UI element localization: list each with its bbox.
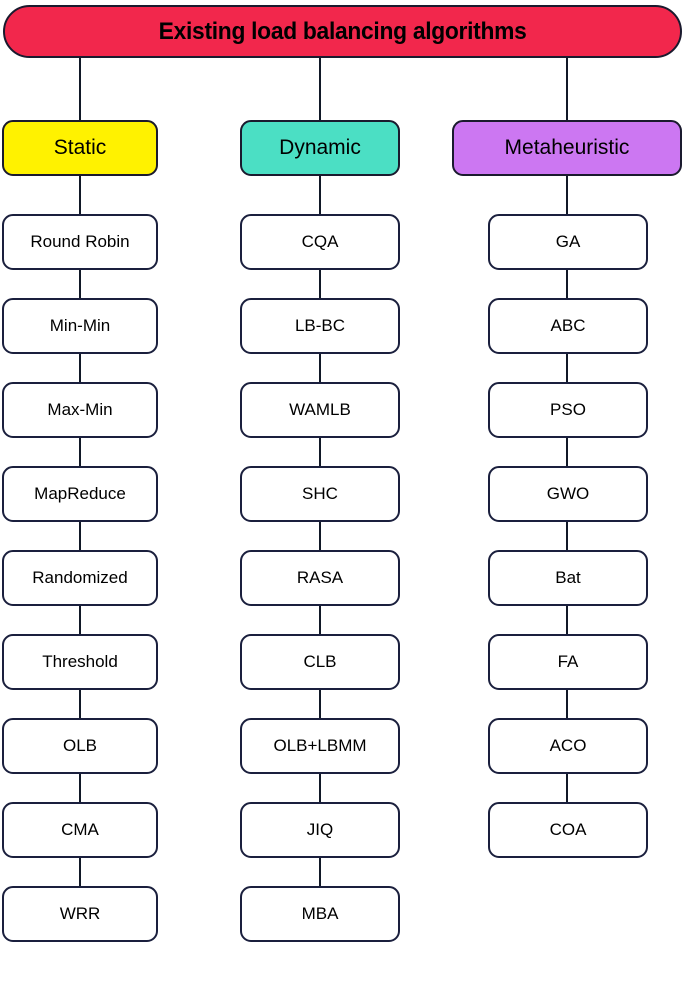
category-header-static[interactable]: Static	[2, 120, 158, 176]
node-dynamic-item[interactable]: LB-BC	[240, 298, 400, 354]
node-dynamic-item[interactable]: JIQ	[240, 802, 400, 858]
node-label: GWO	[546, 484, 590, 503]
root-node[interactable]: Existing load balancing algorithms	[3, 5, 682, 58]
node-label: CLB	[303, 652, 337, 671]
node-static-item[interactable]: Max-Min	[2, 382, 158, 438]
node-label: MBA	[301, 904, 339, 923]
node-label: JIQ	[306, 820, 334, 839]
node-metaheuristic-item[interactable]: GWO	[488, 466, 648, 522]
node-label: FA	[557, 652, 579, 671]
node-label: Round Robin	[30, 232, 130, 251]
root-node-label: Existing load balancing algorithms	[158, 17, 527, 45]
node-static-item[interactable]: Threshold	[2, 634, 158, 690]
node-static-item[interactable]: OLB	[2, 718, 158, 774]
node-label: ACO	[549, 736, 587, 755]
node-label: PSO	[550, 400, 586, 419]
node-label: ABC	[550, 316, 586, 335]
node-label: RASA	[296, 568, 344, 587]
node-label: Max-Min	[47, 400, 113, 419]
connector-root-to-static	[79, 58, 81, 122]
node-label: LB-BC	[294, 316, 346, 335]
node-dynamic-item[interactable]: RASA	[240, 550, 400, 606]
category-header-static-label: Static	[53, 136, 107, 159]
node-label: WAMLB	[289, 400, 351, 419]
node-dynamic-item[interactable]: CQA	[240, 214, 400, 270]
node-label: OLB+LBMM	[273, 736, 367, 755]
node-metaheuristic-item[interactable]: GA	[488, 214, 648, 270]
node-label: Threshold	[42, 652, 118, 671]
node-label: OLB	[62, 736, 98, 755]
node-metaheuristic-item[interactable]: Bat	[488, 550, 648, 606]
node-static-item[interactable]: MapReduce	[2, 466, 158, 522]
node-static-item[interactable]: Min-Min	[2, 298, 158, 354]
node-metaheuristic-item[interactable]: FA	[488, 634, 648, 690]
column-metaheuristic: GA ABC PSO GWO Bat FA ACO COA	[488, 214, 648, 886]
connector-root-to-metaheuristic	[566, 58, 568, 122]
node-metaheuristic-item[interactable]: COA	[488, 802, 648, 858]
node-dynamic-item[interactable]: MBA	[240, 886, 400, 942]
node-label: Min-Min	[49, 316, 111, 335]
connector-root-to-dynamic	[319, 58, 321, 122]
node-label: Randomized	[32, 568, 128, 587]
node-static-item[interactable]: Round Robin	[2, 214, 158, 270]
category-header-dynamic-label: Dynamic	[279, 136, 361, 159]
node-label: CQA	[301, 232, 339, 251]
category-header-dynamic[interactable]: Dynamic	[240, 120, 400, 176]
node-dynamic-item[interactable]: OLB+LBMM	[240, 718, 400, 774]
node-label: MapReduce	[34, 484, 126, 503]
node-static-item[interactable]: CMA	[2, 802, 158, 858]
node-static-item[interactable]: Randomized	[2, 550, 158, 606]
node-metaheuristic-item[interactable]: PSO	[488, 382, 648, 438]
column-static: Round Robin Min-Min Max-Min MapReduce Ra…	[2, 214, 158, 970]
node-static-item[interactable]: WRR	[2, 886, 158, 942]
node-metaheuristic-item[interactable]: ACO	[488, 718, 648, 774]
node-dynamic-item[interactable]: SHC	[240, 466, 400, 522]
category-header-metaheuristic[interactable]: Metaheuristic	[452, 120, 682, 176]
node-label: COA	[549, 820, 587, 839]
category-header-metaheuristic-label: Metaheuristic	[504, 136, 630, 159]
node-label: CMA	[61, 820, 99, 839]
node-label: Bat	[555, 568, 581, 587]
column-dynamic: CQA LB-BC WAMLB SHC RASA CLB OLB+LBMM JI…	[240, 214, 400, 970]
node-metaheuristic-item[interactable]: ABC	[488, 298, 648, 354]
node-dynamic-item[interactable]: CLB	[240, 634, 400, 690]
node-label: SHC	[302, 484, 338, 503]
node-label: WRR	[59, 904, 101, 923]
node-label: GA	[555, 232, 581, 251]
node-dynamic-item[interactable]: WAMLB	[240, 382, 400, 438]
